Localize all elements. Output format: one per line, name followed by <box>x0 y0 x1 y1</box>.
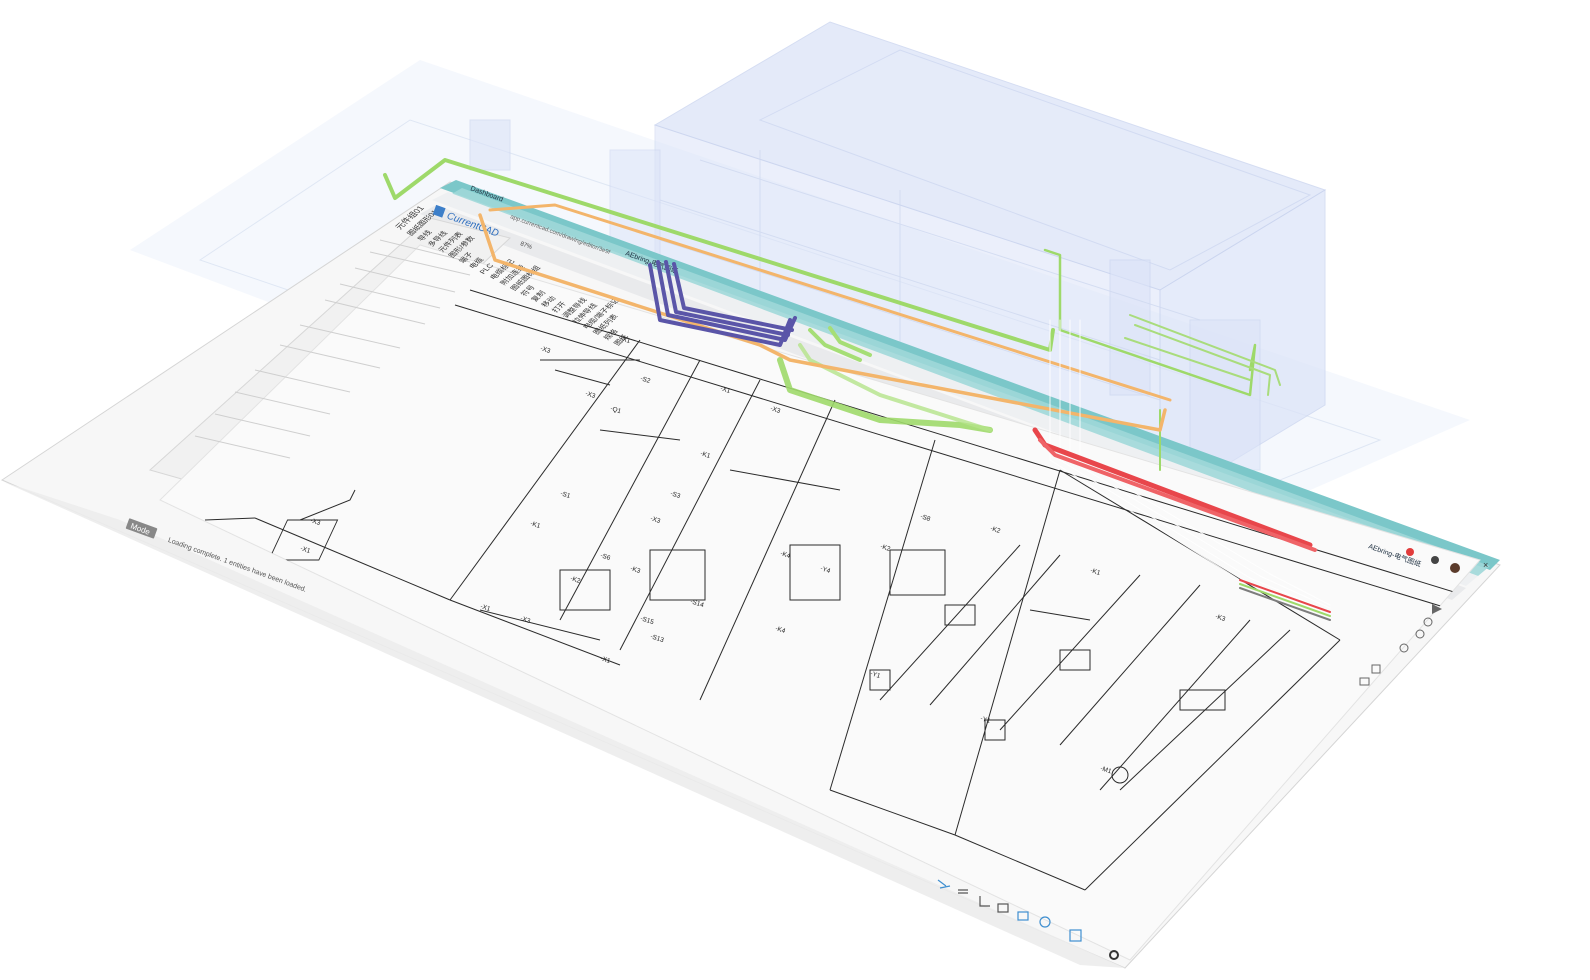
wire-orange <box>478 213 1167 432</box>
schematic-label: -K3 <box>1214 613 1226 623</box>
schematic-label: -K1 <box>699 450 711 460</box>
grid-icon[interactable] <box>997 903 1009 913</box>
schematic-label: -X3 <box>309 517 321 527</box>
schematic-label: -Y4 <box>819 565 831 575</box>
wire-red <box>1032 427 1313 548</box>
schematic-label: -Y1 <box>979 715 991 725</box>
layers-icon[interactable] <box>1371 664 1381 674</box>
schematic-labels: -X3 -X1 -X3 -S2 -Q1 -X1 -X3 -K1 -S1 -S3 -K1 -X3 -S6 -… <box>299 335 1226 775</box>
wire-green-bundle <box>777 357 993 433</box>
schematic-label: -K1 <box>1089 567 1101 577</box>
drawing-canvas[interactable] <box>159 244 1481 961</box>
schematic-label: -K1 <box>529 520 541 530</box>
schematic-label: -S13 <box>649 633 665 644</box>
schematic-label: -K4 <box>779 550 791 560</box>
close-icon[interactable]: × <box>1483 560 1488 570</box>
print-icon[interactable] <box>1359 677 1370 686</box>
schematic-label: -K2 <box>569 575 581 585</box>
schematic-label: -S2 <box>639 375 651 385</box>
wire-green-main <box>383 158 1055 352</box>
schematic-label: -K4 <box>774 625 786 635</box>
gear-icon[interactable] <box>1109 950 1119 960</box>
schematic-label: -Q1 <box>609 405 622 415</box>
schematic-label: -S14 <box>689 598 705 609</box>
zoom-in-icon[interactable] <box>1415 629 1425 639</box>
wire-green-right <box>1043 248 1257 397</box>
mode-button[interactable] <box>125 518 158 539</box>
schematic-label: -X3 <box>769 405 781 415</box>
schematic-label: -X1 <box>619 335 631 345</box>
schematic-label: -X3 <box>519 615 531 625</box>
schematic-label: -S3 <box>669 490 681 500</box>
record-icon[interactable] <box>1406 548 1414 556</box>
square-icon[interactable] <box>1069 929 1082 942</box>
schematic-label: -Y1 <box>869 670 881 680</box>
schematic-label: -S6 <box>599 552 611 562</box>
schematic-label: -X1 <box>599 655 611 665</box>
hand-icon[interactable] <box>1423 617 1433 627</box>
schematic-label: -X1 <box>479 603 491 613</box>
zoom-readout[interactable]: 87% <box>519 241 533 251</box>
angle-icon[interactable] <box>979 896 990 907</box>
zoom-value: 87% <box>519 241 533 251</box>
schematic-label: -K3 <box>629 565 641 575</box>
extension-icon[interactable] <box>1431 556 1439 564</box>
schematic-label: -M1 <box>1099 765 1112 775</box>
schematic-label: -X3 <box>584 390 596 400</box>
zoom-out-icon[interactable] <box>1399 643 1409 653</box>
avatar[interactable] <box>1450 563 1460 573</box>
rotate-icon[interactable] <box>1039 916 1051 928</box>
play-icon[interactable] <box>1432 604 1442 614</box>
schematic-label: -K2 <box>989 525 1001 535</box>
bottom-toolbar <box>937 879 1119 960</box>
schematic-label: -S15 <box>639 615 655 626</box>
chain-icon[interactable] <box>958 889 968 894</box>
schematic-label: -S1 <box>559 490 571 500</box>
wire-purple-bundle <box>648 260 797 347</box>
table-icon[interactable] <box>1017 911 1029 921</box>
schematic-label: -X3 <box>649 515 661 525</box>
connect-icon[interactable] <box>937 879 951 889</box>
status-bar <box>4 482 1125 968</box>
browser-controls: × <box>1406 548 1488 573</box>
schematic-label: -X1 <box>719 385 731 395</box>
right-toolbar <box>1359 604 1442 686</box>
schematic-label: -X1 <box>299 545 311 555</box>
schematic-label: -K2 <box>879 543 891 553</box>
schematic-label: -S8 <box>919 513 931 523</box>
schematic-label: -X3 <box>539 345 551 355</box>
